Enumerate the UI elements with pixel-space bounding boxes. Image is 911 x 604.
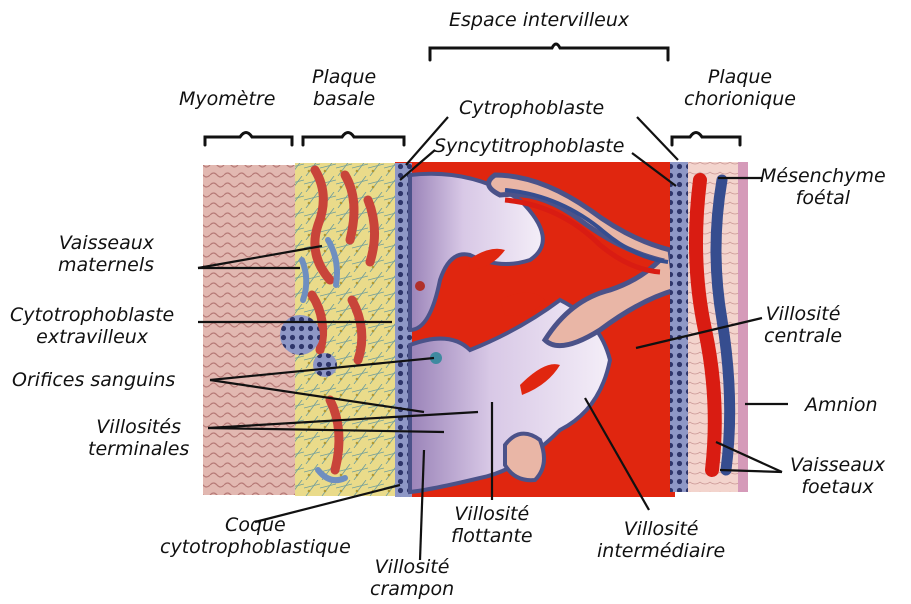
- label-villosite-centrale: Villosité centrale: [764, 303, 842, 347]
- label-villosite-crampon: Villosité crampon: [370, 556, 454, 600]
- label-orifices-sanguins: Orifices sanguins: [12, 369, 175, 391]
- floating-villus: [505, 434, 544, 481]
- label-syncytitrophoblaste: Syncytitrophoblaste: [434, 135, 624, 157]
- chorionic-plate-lining: [670, 162, 688, 492]
- label-villosite-flottante: Villosité flottante: [451, 503, 533, 547]
- label-plaque-chorionique: Plaque chorionique: [684, 66, 796, 110]
- label-amnion: Amnion: [805, 394, 878, 416]
- label-espace-intervilleux: Espace intervilleux: [449, 9, 629, 31]
- label-villosite-intermediaire: Villosité intermédiaire: [597, 518, 725, 562]
- label-myometre: Myomètre: [179, 88, 275, 110]
- label-vaisseaux-foetaux: Vaisseaux foetaux: [790, 454, 885, 498]
- label-coque-cytotrophoblastique: Coque cytotrophoblastique: [160, 514, 351, 558]
- region-brackets: [205, 44, 740, 145]
- amnion-membrane: [738, 162, 748, 492]
- label-villosites-terminales: Villosités terminales: [88, 416, 189, 460]
- label-cytotrophoblaste-extravilleux: Cytotrophoblaste extravilleux: [10, 304, 174, 348]
- label-plaque-basale: Plaque basale: [312, 66, 376, 110]
- label-mesenchyme-foetal: Mésenchyme foétal: [760, 165, 886, 209]
- label-vaisseaux-maternels: Vaisseaux maternels: [58, 232, 154, 276]
- cytotrophoblast-cluster: [313, 353, 337, 377]
- label-cytrophoblaste: Cytrophoblaste: [459, 97, 604, 119]
